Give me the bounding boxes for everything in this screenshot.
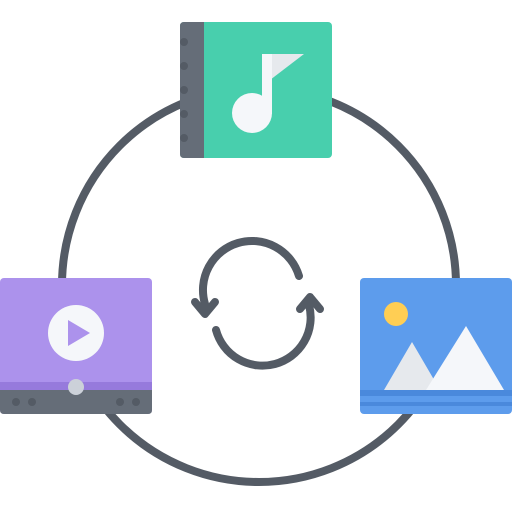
sync-arrowhead-left [191,298,219,318]
sync-arrow-upper [199,236,303,308]
music-note-stem [262,54,272,114]
sun-icon [384,302,408,326]
mountain-back [384,342,440,390]
image-bottom-line [360,402,512,406]
play-triangle-icon [68,320,90,346]
sync-arrows-icon [191,236,324,370]
video-player-icon [0,278,152,414]
music-file-binding-holes [180,38,188,142]
video-player-control-dots [12,398,140,406]
video-player-controls-bar [0,390,152,414]
music-note-head [232,93,272,133]
video-player-scrubber [68,379,84,395]
music-file-icon [180,22,332,158]
image-bottom-band [360,390,512,396]
image-landscape-icon [360,278,512,414]
mountain-front [426,326,504,390]
sync-arrowhead-right [296,293,324,313]
music-note-icon [232,54,304,133]
sync-arrow-lower [212,301,315,370]
music-file-spine [180,22,204,158]
music-note-flag [270,54,304,80]
